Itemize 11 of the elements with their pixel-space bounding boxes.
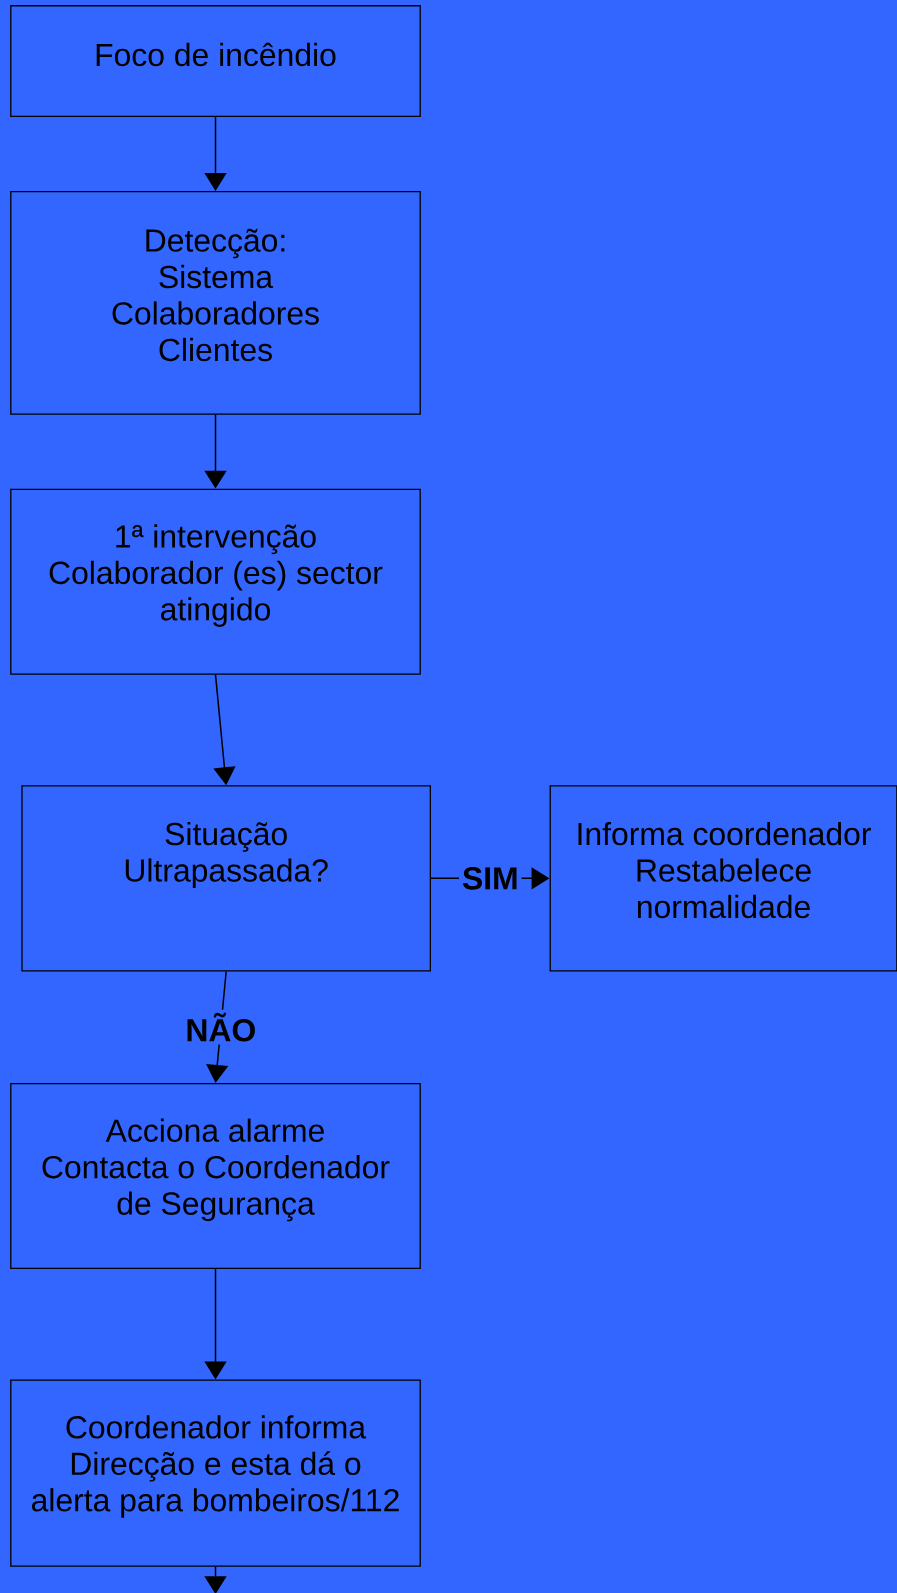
process-box: Situação Ultrapassada? [21,785,431,972]
process-box: Detecção: Sistema Colaboradores Clientes [10,191,421,415]
process-box: Acciona alarme Contacta o Coordenador de Segurança [10,1082,421,1270]
process-box: Informa coordenador Restabelece normalidade [549,785,897,972]
edge-label: NÃO [182,1009,260,1045]
process-box: Foco de incêndio [10,5,421,118]
edge-label: SIM [458,864,522,893]
process-box: Coordenador informa Direcção e esta dá o alerta para bombeiros/112 [10,1379,421,1567]
arrow [204,116,227,191]
arrow [204,1566,227,1593]
process-box: 1ª intervenção Colaborador (es) sector atingido [10,488,421,675]
